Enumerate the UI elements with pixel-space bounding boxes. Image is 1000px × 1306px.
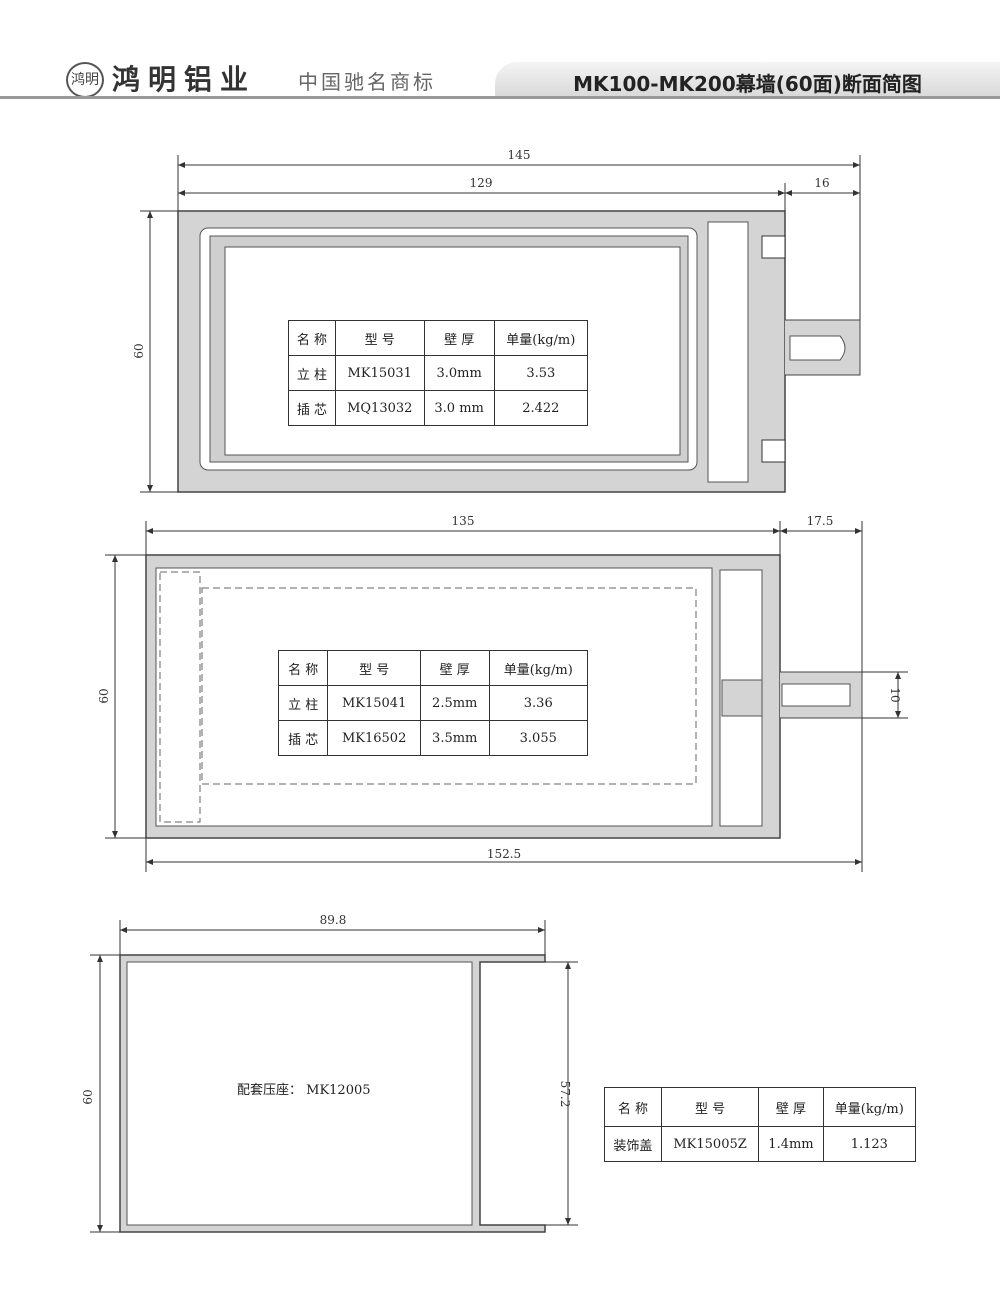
cell: 3.53: [493, 355, 589, 391]
header-cell: 型 号: [327, 650, 421, 686]
dim-p2-fin: 17.5: [807, 514, 834, 528]
table-row: 插 芯 MQ13032 3.0 mm 2.422: [288, 390, 589, 426]
cell: 3.055: [488, 720, 588, 756]
profile3-note: 配套压座： MK12005: [237, 1083, 371, 1098]
cell: 立 柱: [288, 355, 336, 391]
dim-p3-width: 89.8: [320, 913, 347, 927]
header-cell: 壁 厚: [419, 650, 490, 686]
dim-p2-body: 135: [452, 514, 475, 528]
dim-p2-height: 60: [97, 688, 111, 703]
cell: MK16502: [327, 720, 421, 756]
table-row: 立 柱 MK15031 3.0mm 3.53: [288, 355, 589, 391]
cell: 2.5mm: [419, 685, 490, 721]
header-cell: 壁 厚: [423, 320, 495, 356]
header-cell: 名 称: [288, 320, 336, 356]
slogan: 中国驰名商标: [298, 70, 436, 94]
table-header-row: 名 称 型 号 壁 厚 单量(kg/m): [277, 650, 588, 686]
table-row: 插 芯 MK16502 3.5mm 3.055: [277, 720, 588, 756]
header-divider: [0, 96, 1000, 99]
header-cell: 单量(kg/m): [493, 320, 589, 356]
dim-p3-height: 60: [81, 1089, 95, 1104]
header-cell: 名 称: [604, 1087, 662, 1127]
cell: 3.0mm: [423, 355, 495, 391]
cell: MK15031: [334, 355, 425, 391]
cell: 插 芯: [288, 390, 336, 426]
profile3-spec-table: 名 称 型 号 壁 厚 单量(kg/m) 装饰盖 MK15005Z 1.4mm …: [604, 1087, 917, 1162]
cell: 1.4mm: [758, 1126, 824, 1162]
table-header-row: 名 称 型 号 壁 厚 单量(kg/m): [604, 1087, 917, 1127]
cell: 1.123: [822, 1126, 917, 1162]
dim-p2-slot: 10: [888, 687, 902, 702]
header-cell: 单量(kg/m): [822, 1087, 917, 1127]
profile1-spec-table: 名 称 型 号 壁 厚 单量(kg/m) 立 柱 MK15031 3.0mm 3…: [288, 320, 589, 426]
dim-p3-inner-height: 57.2: [558, 1081, 572, 1108]
brand-name: 鸿明铝业: [112, 63, 257, 96]
dim-p1-fin: 16: [814, 176, 829, 190]
profile3-drawing: [90, 920, 578, 1233]
dim-p1-body: 129: [470, 176, 493, 190]
cell: 3.5mm: [419, 720, 490, 756]
cell: MK15041: [327, 685, 421, 721]
cell: MQ13032: [334, 390, 425, 426]
title-tab: MK100-MK200幕墙(60面)断面简图: [495, 62, 1000, 97]
dim-p1-overall: 145: [508, 148, 531, 162]
table-row: 装饰盖 MK15005Z 1.4mm 1.123: [604, 1126, 917, 1162]
table-row: 立 柱 MK15041 2.5mm 3.36: [277, 685, 588, 721]
profile2-spec-table: 名 称 型 号 壁 厚 单量(kg/m) 立 柱 MK15041 2.5mm 3…: [277, 650, 588, 756]
header-cell: 型 号: [334, 320, 425, 356]
cell: 立 柱: [277, 685, 329, 721]
header-cell: 壁 厚: [758, 1087, 824, 1127]
page-title: MK100-MK200幕墙(60面)断面简图: [573, 72, 922, 96]
dim-p2-overall: 152.5: [487, 847, 521, 861]
header-cell: 名 称: [277, 650, 329, 686]
cell: MK15005Z: [660, 1126, 760, 1162]
cell: 3.36: [488, 685, 588, 721]
header-cell: 单量(kg/m): [488, 650, 588, 686]
table-header-row: 名 称 型 号 壁 厚 单量(kg/m): [288, 320, 589, 356]
cell: 2.422: [493, 390, 589, 426]
cell: 装饰盖: [604, 1126, 662, 1162]
cell: 插 芯: [277, 720, 329, 756]
dimension-labels: 145 129 16 60 135 17.5 60 152.5 10 89.8 …: [81, 148, 902, 1107]
cell: 3.0 mm: [423, 390, 495, 426]
dim-p1-height: 60: [132, 343, 146, 358]
header-cell: 型 号: [660, 1087, 760, 1127]
